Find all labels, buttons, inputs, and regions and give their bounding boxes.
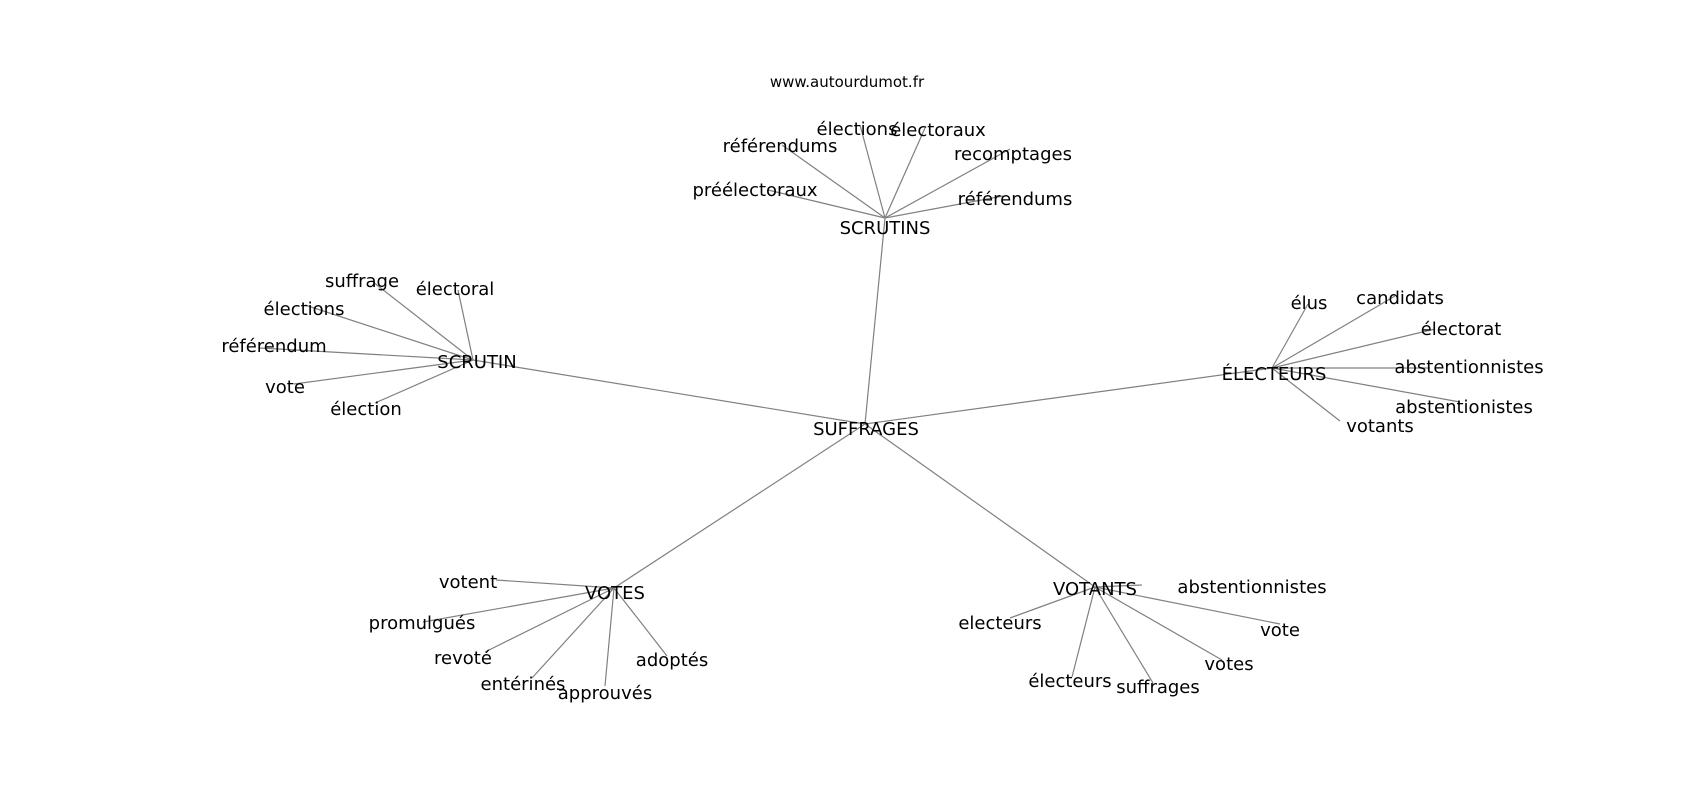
edge-hub-to-leaf: [259, 347, 474, 361]
edge-hub-to-leaf: [767, 189, 886, 219]
leaf-node-label: votants: [1346, 416, 1414, 437]
edge-hub-to-leaf: [884, 195, 1004, 219]
edge-root-to-hub: [864, 423, 1096, 588]
leaf-node-label: candidats: [1356, 288, 1444, 309]
leaf-node-label: préélectoraux: [692, 180, 817, 201]
leaf-node-label: vote: [265, 377, 305, 398]
hub-node-label: VOTES: [585, 583, 645, 604]
hub-node-label: SCRUTINS: [840, 218, 931, 239]
edge-hub-to-leaf: [884, 127, 926, 219]
leaf-node-label: élections: [264, 299, 345, 320]
edge-hub-to-leaf: [484, 587, 615, 653]
edge-root-to-hub: [613, 423, 866, 589]
leaf-node-label: votent: [439, 572, 497, 593]
leaf-node-label: abstentionnistes: [1394, 357, 1543, 378]
edge-hub-to-leaf: [422, 587, 615, 623]
leaf-node-label: suffrage: [325, 271, 399, 292]
hub-node-label: VOTANTS: [1053, 579, 1137, 600]
leaf-node-label: entérinés: [481, 674, 566, 695]
leaf-node-label: électoral: [416, 279, 495, 300]
leaf-node-label: élus: [1291, 293, 1328, 314]
leaf-node-label: electeurs: [958, 613, 1041, 634]
edge-hub-to-leaf: [1271, 328, 1436, 369]
edge-hub-to-leaf: [304, 304, 474, 361]
leaf-node-label: référendums: [958, 189, 1073, 210]
leaf-node-label: recomptages: [954, 144, 1072, 165]
edge-hub-to-leaf: [293, 359, 474, 385]
leaf-node-label: élection: [330, 399, 402, 420]
edge-hub-to-leaf: [1094, 586, 1154, 684]
leaf-node-label: adoptés: [636, 650, 708, 671]
hub-node-label: SCRUTIN: [437, 352, 516, 373]
leaf-node-label: vote: [1260, 620, 1300, 641]
leaf-node-label: suffrages: [1116, 677, 1200, 698]
edge-root-to-hub: [472, 359, 866, 425]
edge-hub-to-leaf: [1271, 295, 1396, 369]
edge-hub-to-leaf: [1094, 586, 1223, 661]
edge-hub-to-leaf: [884, 148, 1011, 219]
edge-hub-to-leaf: [457, 289, 474, 361]
edge-hub-to-leaf: [372, 281, 474, 361]
edge-hub-to-leaf: [1271, 367, 1341, 422]
edge-hub-to-leaf: [1094, 586, 1281, 625]
hub-node-label: ÉLECTEURS: [1222, 363, 1327, 385]
leaf-node-label: abstentionnistes: [1177, 577, 1326, 598]
edge-hub-to-leaf: [1094, 584, 1143, 588]
edge-hub-to-leaf: [1009, 586, 1096, 619]
edge-root-to-hub: [864, 217, 886, 425]
leaf-node-label: votes: [1204, 654, 1253, 675]
leaf-node-label: référendums: [723, 136, 838, 157]
edge-hub-to-leaf: [1271, 303, 1309, 369]
source-watermark: www.autourdumot.fr: [769, 73, 925, 91]
leaf-node-label: élections: [817, 119, 898, 140]
edge-hub-to-leaf: [781, 144, 886, 219]
edge-hub-to-leaf: [374, 359, 474, 404]
leaf-node-label: électoraux: [890, 120, 986, 141]
root-node-label: SUFFRAGES: [813, 419, 919, 440]
leaf-node-label: abstentionistes: [1395, 397, 1533, 418]
edge-hub-to-leaf: [495, 579, 615, 589]
edge-hub-to-leaf: [531, 587, 615, 679]
leaf-node-label: électeurs: [1028, 671, 1111, 692]
edge-hub-to-leaf: [604, 587, 615, 687]
edge-root-to-hub: [864, 367, 1273, 425]
edge-hub-to-leaf: [1271, 367, 1461, 403]
leaf-node-label: revoté: [434, 648, 492, 669]
edge-hub-to-leaf: [613, 587, 668, 657]
edge-hub-to-leaf: [859, 124, 886, 219]
leaf-node-label: approuvés: [558, 683, 652, 704]
leaf-node-label: électorat: [1421, 319, 1502, 340]
leaf-node-label: promulgués: [369, 613, 476, 634]
edge-hub-to-leaf: [1071, 586, 1096, 678]
leaf-node-label: référendum: [221, 336, 326, 357]
